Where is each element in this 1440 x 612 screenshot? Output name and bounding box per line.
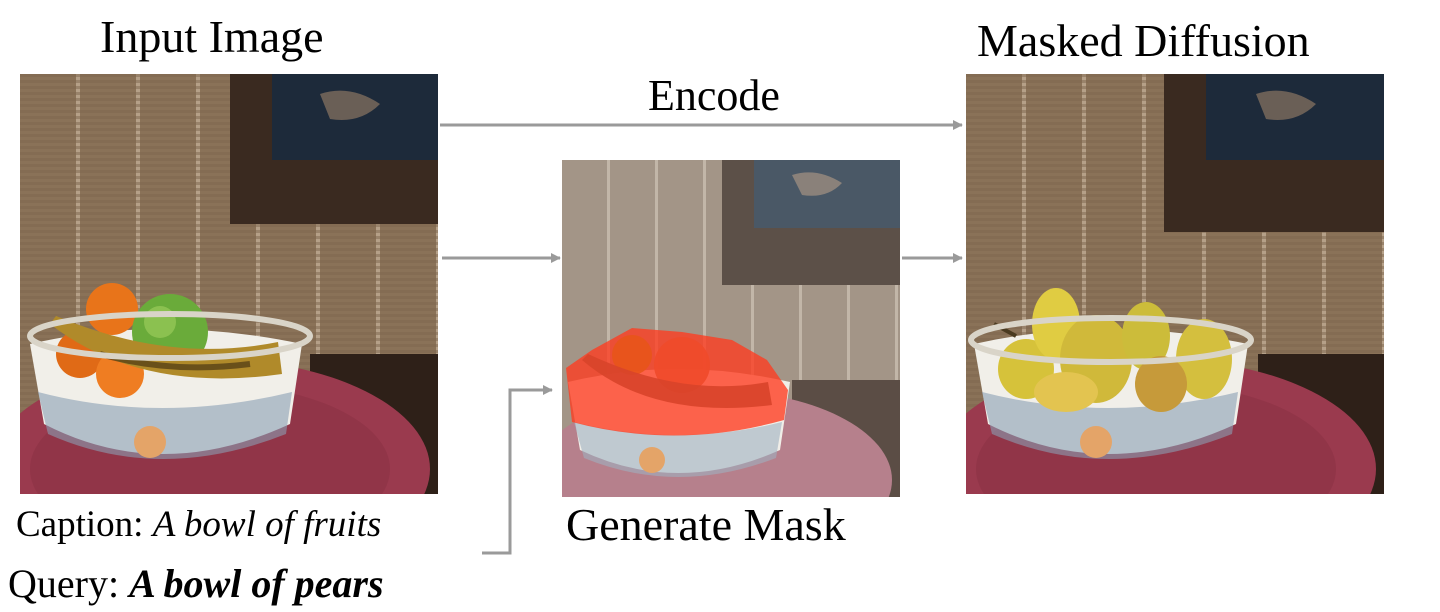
output-image bbox=[966, 74, 1384, 494]
input-image-title: Input Image bbox=[100, 11, 324, 62]
mask-image bbox=[562, 160, 900, 497]
query-text: Query: A bowl of pears bbox=[8, 564, 384, 604]
masked-diffusion-title: Masked Diffusion bbox=[977, 15, 1310, 66]
caption-text: Caption: A bowl of fruits bbox=[16, 506, 381, 543]
input-image bbox=[20, 74, 438, 494]
caption-prefix: Caption: bbox=[16, 504, 153, 545]
encode-label: Encode bbox=[648, 71, 780, 120]
generate-mask-label: Generate Mask bbox=[566, 499, 846, 550]
query-to-mask-arrow bbox=[482, 385, 553, 555]
query-value: A bowl of pears bbox=[129, 561, 384, 606]
query-prefix: Query: bbox=[8, 561, 130, 606]
caption-value: A bowl of fruits bbox=[152, 504, 382, 545]
